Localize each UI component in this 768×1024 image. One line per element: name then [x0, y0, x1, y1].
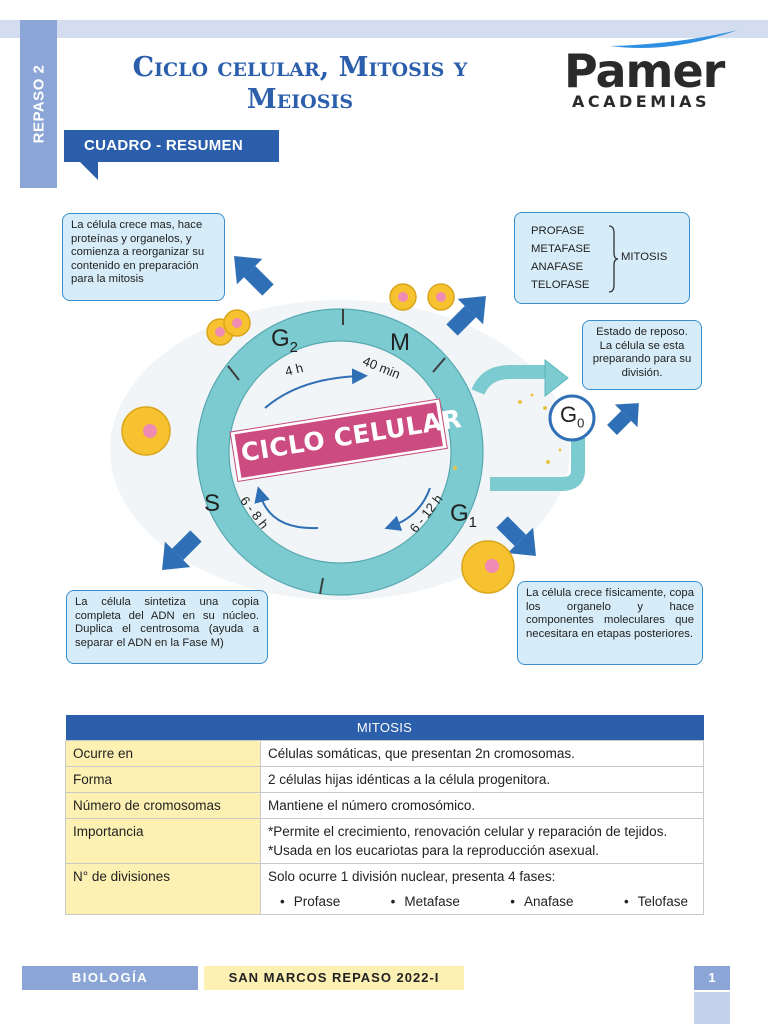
row-value: Mantiene el número cromosómico.: [260, 791, 704, 819]
phase-list-item: TELOFASE: [531, 279, 590, 291]
row-value: 2 células hijas idénticas a la célula pr…: [260, 765, 704, 793]
table-row: Importancia *Permite el crecimiento, ren…: [65, 817, 704, 864]
center-banner: [229, 398, 448, 483]
cells: [121, 283, 515, 594]
section-label: CUADRO - RESUMEN: [64, 130, 279, 162]
mitosis-phase-list: PROFASE METAFASE ANAFASE TELOFASE MITOSI…: [514, 212, 690, 304]
title-line-2: Meiosis: [246, 84, 354, 115]
row-key: Ocurre en: [65, 739, 261, 767]
bullet-phase: Anafase: [510, 892, 574, 911]
table-title: MITOSIS: [65, 715, 704, 740]
logo-word: Pamer: [564, 44, 725, 98]
table-row: Forma 2 células hijas idénticas a la cél…: [65, 765, 704, 793]
phase-list-item: METAFASE: [531, 243, 591, 255]
pamer-logo: Pamer ACADEMIAS: [560, 30, 740, 112]
note-g1: La célula crece físicamente, copa los or…: [517, 581, 703, 665]
phase-g1-letter: G: [450, 500, 469, 527]
page-number: 1: [694, 966, 730, 990]
phase-g0-letter: G: [560, 402, 578, 427]
divisions-text: Solo ocurre 1 división nuclear, presenta…: [268, 868, 556, 884]
mitosis-brace-label: MITOSIS: [621, 251, 668, 263]
table-row: Ocurre en Células somáticas, que present…: [65, 739, 704, 767]
phase-s-label: S: [204, 490, 221, 517]
arrow-g2-m: [264, 368, 368, 409]
bullet-phase: Profase: [280, 892, 341, 911]
mitosis-table: MITOSIS Ocurre en Células somáticas, que…: [65, 715, 704, 915]
note-s: La célula sintetiza una copia completa d…: [66, 590, 268, 664]
phase-m-label: M: [390, 329, 410, 356]
phase-g1-sub: 1: [468, 513, 478, 531]
footer-subject: BIOLOGÍA: [22, 966, 198, 990]
title-line-1: Ciclo celular, Mitosis y: [132, 52, 468, 83]
g0-circle: [548, 394, 596, 442]
outward-arrows: [162, 256, 639, 570]
top-band: [0, 20, 768, 38]
phase-g0-sub: 0: [577, 415, 585, 431]
phase-g2-letter: G: [271, 325, 290, 352]
bullet-phase: Telofase: [624, 892, 688, 911]
cycle-ring: [197, 309, 483, 595]
logo-subtitle: ACADEMIAS: [572, 92, 710, 111]
phase-list-item: ANAFASE: [531, 261, 584, 273]
table-row: Número de cromosomas Mantiene el número …: [65, 791, 704, 819]
table-row: N° de divisiones Solo ocurre 1 división …: [65, 862, 704, 915]
ring-dividers: [227, 309, 446, 595]
section-label-tail: [78, 160, 98, 180]
phase-bullets: Profase Metafase Anafase Telofase: [268, 892, 696, 911]
brace-icon: [608, 225, 619, 293]
bullet-phase: Metafase: [391, 892, 460, 911]
footer-course: SAN MARCOS REPASO 2022-I: [204, 966, 464, 990]
phase-g0-label: G0: [560, 402, 584, 430]
arrow-g1-s: [384, 487, 431, 531]
row-key: N° de divisiones: [65, 862, 261, 915]
phase-g1-label: G1: [450, 500, 477, 531]
phase-g2-sub: 2: [289, 338, 299, 356]
note-g0: Estado de reposo. La célula se esta prep…: [582, 320, 702, 390]
logo-swoosh-icon: [610, 30, 738, 48]
arrow-s-g2: [254, 486, 319, 530]
cell-cycle-diagram: [110, 256, 639, 600]
importance-line-1: *Permite el crecimiento, renovación celu…: [268, 823, 668, 839]
phase-g2-label: G2: [271, 325, 298, 356]
importance-line-2: *Usada en los eucariotas para la reprodu…: [268, 842, 599, 858]
row-key: Importancia: [65, 817, 261, 864]
g0-loop: [471, 358, 585, 491]
row-value: Células somáticas, que presentan 2n crom…: [260, 739, 704, 767]
phase-list-item: PROFASE: [531, 225, 585, 237]
row-key: Número de cromosomas: [65, 791, 261, 819]
page-title: Ciclo celular, Mitosis y Meiosis: [80, 52, 520, 116]
footer-strip: [694, 992, 730, 1024]
row-value: Solo ocurre 1 división nuclear, presenta…: [260, 862, 704, 915]
side-tab: REPASO 2: [20, 20, 57, 188]
sparkle-dots: [453, 393, 562, 470]
row-key: Forma: [65, 765, 261, 793]
row-value: *Permite el crecimiento, renovación celu…: [260, 817, 704, 864]
note-g2: La célula crece mas, hace proteínas y or…: [62, 213, 225, 301]
